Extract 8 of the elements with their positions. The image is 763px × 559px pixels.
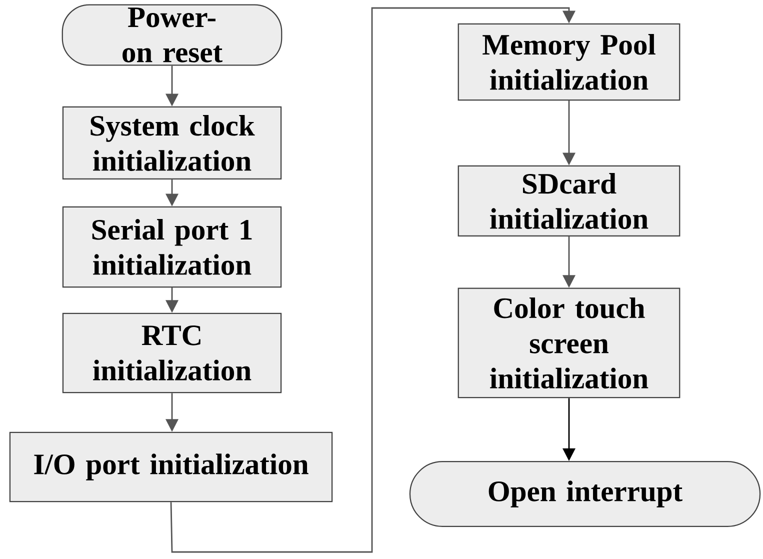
- process-box: Serial port 1 initialization: [62, 206, 282, 288]
- process-box: I/O port initialization: [9, 432, 333, 502]
- process-box: SDcard initialization: [458, 165, 680, 237]
- process-box: Color touch screen initialization: [458, 288, 680, 398]
- process-box: RTC initialization: [62, 312, 282, 394]
- arrow: [170, 7, 576, 553]
- process-box: System clock initialization: [62, 106, 282, 180]
- process-box: Memory Pool initialization: [458, 23, 680, 101]
